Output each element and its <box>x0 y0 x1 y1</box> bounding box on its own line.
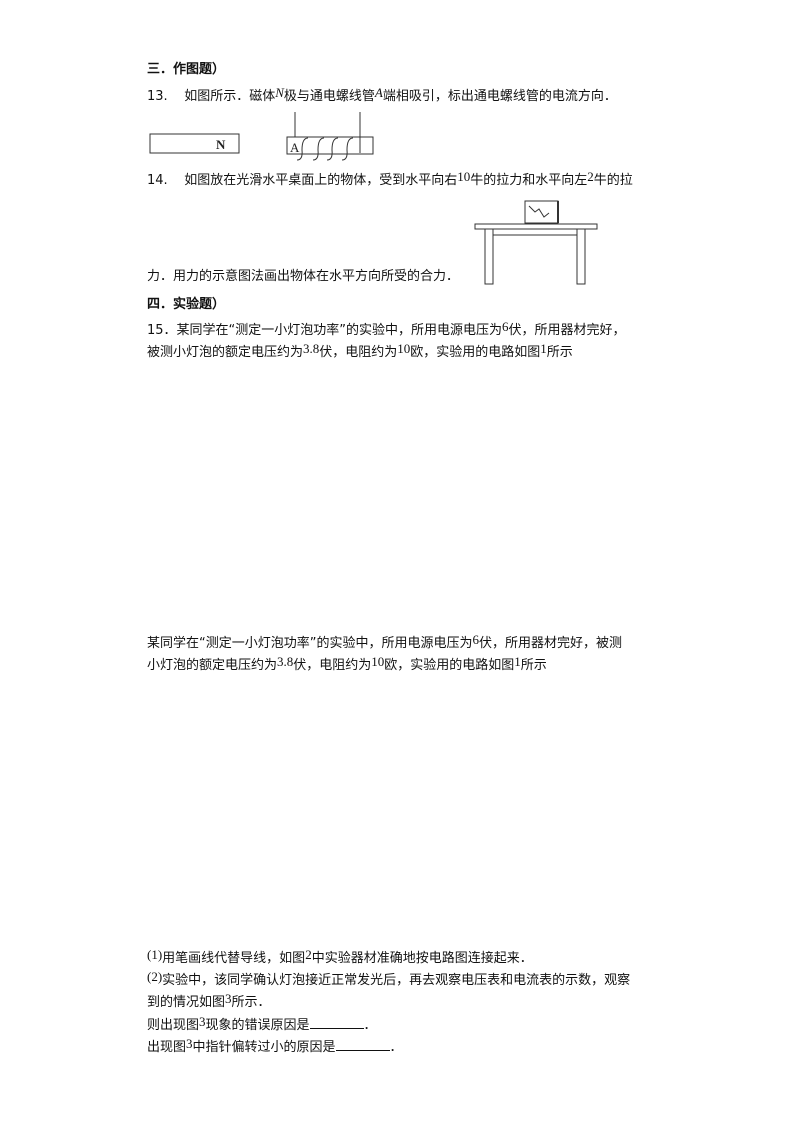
subq-2-text3: 所示． <box>231 995 271 1010</box>
q15-voltage: 6 <box>502 319 509 334</box>
question-14: 14. 如图放在光滑水平桌面上的物体，受到水平向右10牛的拉力和水平向左2牛的拉 <box>147 169 633 189</box>
subq-1-num: (1) <box>147 947 163 962</box>
subq-1: (1)用笔画线代替导线，如图2中实验器材准确地按电路图连接起来． <box>147 947 533 967</box>
q15-repeat-voltage: 6 <box>472 632 479 647</box>
section-4-title: 四．实验题） <box>147 297 226 312</box>
solenoid-a-label: A <box>290 140 300 155</box>
q15-line1: 15．某同学在“测定一小灯泡功率”的实验中，所用电源电压为6伏，所用器材完好， <box>147 319 626 339</box>
answer-blank-2[interactable] <box>335 1038 390 1051</box>
section-3-title: 三．作图题） <box>147 62 226 77</box>
experiment-figure: SAVR图 1图 2图 3A- 0.6 3V- 3 1505110123V-31… <box>0 312 794 572</box>
q15-repeat-line1: 某同学在“测定一小灯泡功率”的实验中，所用电源电压为6伏，所用器材完好，被测 <box>147 632 622 652</box>
q15-repeat-fig: 1 <box>514 654 521 669</box>
subq-1-text2: 中实验器材准确地按电路图连接起来． <box>311 951 533 966</box>
subq-4-text2: 中指针偏转过小的原因是 <box>192 1040 336 1055</box>
bar-magnet: N <box>149 133 240 154</box>
q15-text3: 被测小灯泡的额定电压约为 <box>147 345 304 360</box>
q13-n: N <box>275 85 284 100</box>
subq-3-end: ． <box>363 1018 377 1033</box>
q15-repeat-text2: 伏，所用器材完好，被测 <box>478 636 622 651</box>
table-with-block <box>474 200 598 285</box>
q14-line2: 力．用力的示意图法画出物体在水平方向所受的合力． <box>147 269 460 284</box>
q15-repeat-line2: 小灯泡的额定电压约为3.8伏，电阻约为10欧，实验用的电路如图1所示 <box>147 654 547 674</box>
q14-text2: 牛的拉力和水平向左 <box>470 173 588 188</box>
answer-blank-1[interactable] <box>309 1016 364 1029</box>
question-13: 13. 如图所示．磁体N极与通电螺线管A端相吸引，标出通电螺线管的电流方向． <box>147 85 617 105</box>
subq-4-text: 出现图 <box>147 1040 187 1055</box>
solenoid: A <box>286 112 374 161</box>
q15-resistance: 10 <box>397 341 411 356</box>
q15-line2: 被测小灯泡的额定电压约为3.8伏，电阻约为10欧，实验用的电路如图1所示 <box>147 341 573 361</box>
q14-number: 14. <box>147 173 168 188</box>
subq-2-text2: 到的情况如图 <box>147 995 226 1010</box>
q15-text6: 所示 <box>546 345 573 360</box>
q13-text: 如图所示．磁体 <box>184 89 276 104</box>
q15-fig: 1 <box>540 341 547 356</box>
subq-3: 则出现图3现象的错误原因是 ． <box>147 1014 377 1034</box>
q15-text: 15．某同学在“测定一小灯泡功率”的实验中，所用电源电压为 <box>147 323 503 338</box>
q15-text4: 伏，电阻约为 <box>319 345 398 360</box>
subq-4: 出现图3中指针偏转过小的原因是 ． <box>147 1036 403 1056</box>
q14-force2: 2 <box>587 169 594 184</box>
subq-4-fig: 3 <box>186 1036 193 1051</box>
subq-1-text: 用笔画线代替导线，如图 <box>162 951 306 966</box>
q13-text2: 极与通电螺线管 <box>283 89 375 104</box>
subq-4-end: ． <box>389 1040 403 1055</box>
q13-text3: 端相吸引，标出通电螺线管的电流方向． <box>382 89 617 104</box>
subq-2-num: (2) <box>147 969 163 984</box>
experiment-figure: SAVR图 1图 2图 3A- 0.6 3V- 3 1505110123V-31… <box>0 0 794 260</box>
q15-rated: 3.8 <box>303 341 320 356</box>
q13-a: A <box>374 85 383 100</box>
q14-force1: 10 <box>457 169 471 184</box>
magnet-n-label: N <box>216 137 226 152</box>
subq-2-text: 实验中，该同学确认灯泡接近正常发光后，再去观察电压表和电流表的示数，观察 <box>162 973 631 988</box>
q14-text: 如图放在光滑水平桌面上的物体，受到水平向右 <box>184 173 458 188</box>
q15-repeat-text5: 欧，实验用的电路如图 <box>384 658 515 673</box>
q15-repeat-text: 某同学在“测定一小灯泡功率”的实验中，所用电源电压为 <box>147 636 473 651</box>
subq-3-fig: 3 <box>199 1014 206 1029</box>
q15-text2: 伏，所用器材完好， <box>508 323 626 338</box>
subq-2-line2: 到的情况如图3所示． <box>147 991 271 1011</box>
q15-repeat-text6: 所示 <box>520 658 547 673</box>
subq-1-fig: 2 <box>305 947 312 962</box>
subq-3-text2: 现象的错误原因是 <box>205 1018 310 1033</box>
subq-3-text: 则出现图 <box>147 1018 200 1033</box>
q14-text3: 牛的拉 <box>593 173 633 188</box>
subq-2-fig: 3 <box>225 991 232 1006</box>
q15-repeat-text4: 伏，电阻约为 <box>293 658 372 673</box>
q15-repeat-rated: 3.8 <box>277 654 294 669</box>
q15-repeat-text3: 小灯泡的额定电压约为 <box>147 658 278 673</box>
subq-2: (2)实验中，该同学确认灯泡接近正常发光后，再去观察电压表和电流表的示数，观察 <box>147 969 631 989</box>
q15-repeat-resistance: 10 <box>371 654 385 669</box>
q15-text5: 欧，实验用的电路如图 <box>410 345 541 360</box>
q13-number: 13. <box>147 89 168 104</box>
